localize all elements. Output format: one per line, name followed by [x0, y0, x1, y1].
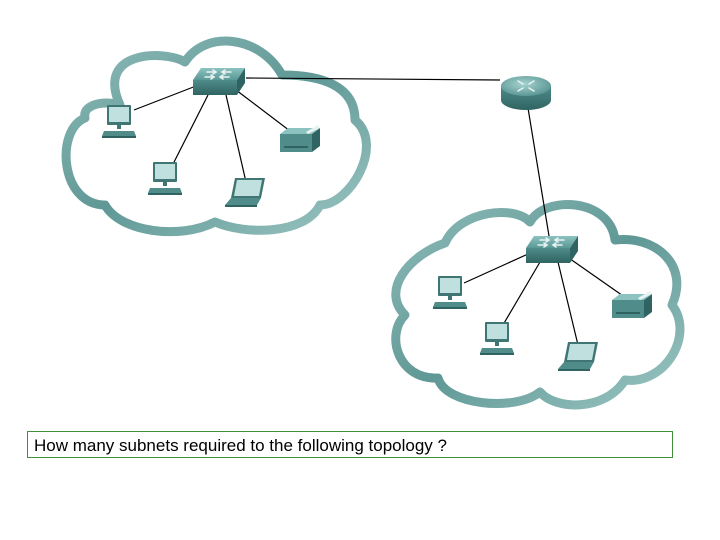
desktop-pc-icon [480, 322, 514, 355]
switch-icon [526, 236, 578, 263]
switch-icon [193, 68, 245, 95]
question-box: How many subnets required to the followi… [27, 431, 673, 458]
desktop-pc-icon [102, 105, 136, 138]
network-topology-diagram [0, 0, 720, 430]
question-text: How many subnets required to the followi… [34, 436, 447, 456]
router-icon [501, 76, 551, 110]
desktop-pc-icon [433, 276, 467, 309]
desktop-pc-icon [148, 162, 182, 195]
